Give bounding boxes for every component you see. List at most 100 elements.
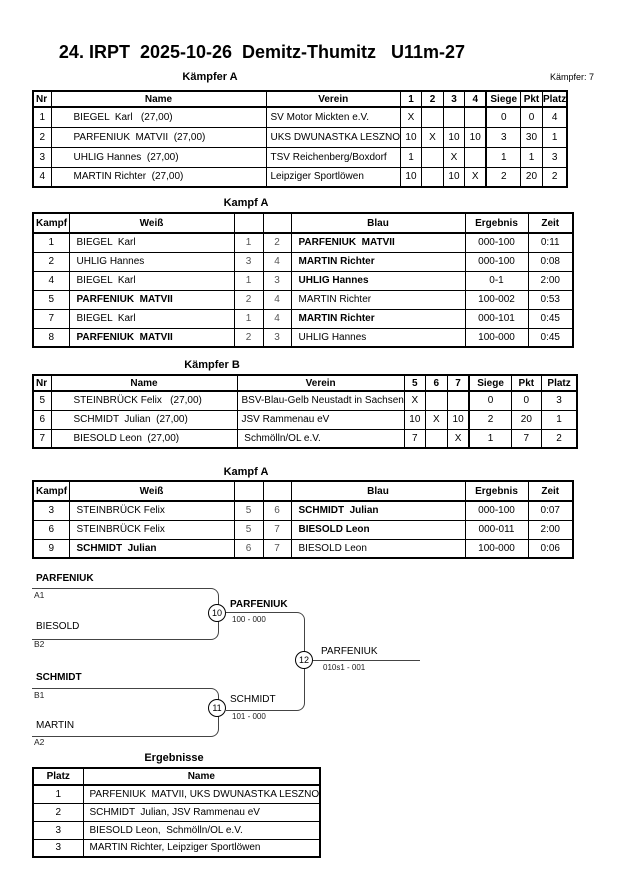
col-header-blau: Blau bbox=[290, 212, 466, 234]
col-header-6: 6 bbox=[424, 374, 448, 392]
match-result-cell: X bbox=[463, 166, 487, 188]
white-fighter: UHLIG Hannes bbox=[68, 251, 235, 272]
fighter-name: PARFENIUK MATVII, UKS DWUNASTKA LESZNO bbox=[82, 784, 321, 804]
white-fighter: BIEGEL Karl bbox=[68, 232, 235, 253]
result-cell: 000-100 bbox=[464, 500, 529, 521]
col-header-zeit: Zeit bbox=[527, 212, 574, 234]
white-fighter-number: 6 bbox=[233, 538, 264, 559]
time-cell: 0:11 bbox=[527, 232, 574, 253]
bracket-winner-name: PARFENIUK bbox=[321, 646, 378, 657]
blue-fighter-number: 7 bbox=[262, 538, 292, 559]
col-header-ergebnis: Ergebnis bbox=[464, 480, 529, 502]
time-cell: 2:00 bbox=[527, 519, 574, 540]
fight-number: 6 bbox=[32, 519, 70, 540]
match-result-cell bbox=[442, 106, 465, 128]
fight-number: 8 bbox=[32, 327, 70, 348]
white-fighter-number: 1 bbox=[233, 308, 264, 329]
col-header-verein: Verein bbox=[265, 90, 401, 108]
match-result-cell: 10 bbox=[442, 126, 465, 148]
col-header-weiss-nr bbox=[233, 480, 264, 502]
pool-b-title: Kämpfer B bbox=[184, 359, 240, 371]
fighter-name: STEINBRÜCK Felix (27,00) bbox=[50, 390, 238, 411]
col-header-weiss: Weiß bbox=[68, 480, 235, 502]
white-fighter: PARFENIUK MATVII bbox=[68, 289, 235, 310]
place-cell: 3 bbox=[541, 146, 568, 168]
points-cell: 1 bbox=[519, 146, 543, 168]
col-header-nr: Nr bbox=[32, 374, 52, 392]
wins-cell: 0 bbox=[485, 106, 521, 128]
match-number-badge: 11 bbox=[208, 699, 226, 717]
fight-number: 9 bbox=[32, 538, 70, 559]
col-header-weiss-nr bbox=[233, 212, 264, 234]
bracket-slot-name: BIESOLD bbox=[36, 621, 80, 632]
fighter-club: Leipziger Sportlöwen bbox=[265, 166, 401, 188]
blue-fighter-number: 2 bbox=[262, 232, 292, 253]
col-header-ergebnis: Ergebnis bbox=[464, 212, 529, 234]
fighter-name: BIESOLD Leon (27,00) bbox=[50, 428, 238, 449]
match-result-cell bbox=[424, 390, 448, 411]
col-header-platz: Platz bbox=[541, 90, 568, 108]
fighter-number: 5 bbox=[32, 390, 52, 411]
points-cell: 20 bbox=[510, 409, 542, 430]
match-result-cell: 10 bbox=[442, 166, 465, 188]
time-cell: 0:06 bbox=[527, 538, 574, 559]
match-result-cell: X bbox=[420, 126, 444, 148]
place-cell: 1 bbox=[540, 409, 578, 430]
result-cell: 100-000 bbox=[464, 538, 529, 559]
col-header-siege: Siege bbox=[468, 374, 512, 392]
fights-a-title: Kampf A bbox=[223, 197, 269, 209]
white-fighter: SCHMIDT Julian bbox=[68, 538, 235, 559]
fighter-number: 1 bbox=[32, 106, 52, 128]
match-result-cell bbox=[463, 106, 487, 128]
fight-number: 7 bbox=[32, 308, 70, 329]
white-fighter-number: 3 bbox=[233, 251, 264, 272]
fighter-name: MARTIN Richter, Leipziger Sportlöwen bbox=[82, 838, 321, 858]
blue-fighter: MARTIN Richter bbox=[290, 251, 466, 272]
match-result-cell: 1 bbox=[399, 146, 422, 168]
match-number-badge: 10 bbox=[208, 604, 226, 622]
place-cell: 1 bbox=[32, 784, 84, 804]
fighter-number: 7 bbox=[32, 428, 52, 449]
col-header-blau-nr bbox=[262, 212, 292, 234]
fighter-club: Schmölln/OL e.V. bbox=[236, 428, 405, 449]
place-cell: 3 bbox=[32, 820, 84, 840]
place-cell: 2 bbox=[541, 166, 568, 188]
points-cell: 0 bbox=[510, 390, 542, 411]
col-header-1: 1 bbox=[399, 90, 422, 108]
white-fighter-number: 1 bbox=[233, 232, 264, 253]
fight-number: 1 bbox=[32, 232, 70, 253]
blue-fighter: PARFENIUK MATVII bbox=[290, 232, 466, 253]
result-cell: 000-101 bbox=[464, 308, 529, 329]
blue-fighter-number: 3 bbox=[262, 270, 292, 291]
col-header-blau: Blau bbox=[290, 480, 466, 502]
col-header-blau-nr bbox=[262, 480, 292, 502]
bracket-connector-final-top bbox=[226, 612, 305, 661]
place-cell: 3 bbox=[32, 838, 84, 858]
match-result-cell: 10 bbox=[403, 409, 426, 430]
match-result-cell: 10 bbox=[463, 126, 487, 148]
header-row: Platz Name bbox=[32, 767, 321, 786]
fighter-club: TSV Reichenberg/Boxdorf bbox=[265, 146, 401, 168]
fight-number: 4 bbox=[32, 270, 70, 291]
blue-fighter: SCHMIDT Julian bbox=[290, 500, 466, 521]
blue-fighter-number: 4 bbox=[262, 251, 292, 272]
match-result-cell: X bbox=[399, 106, 422, 128]
fighter-club: JSV Rammenau eV bbox=[236, 409, 405, 430]
page-title: 24. IRPT 2025-10-26 Demitz-Thumitz U11m-… bbox=[58, 42, 466, 62]
bracket-score: 101 - 000 bbox=[232, 712, 266, 721]
bracket-connector-semifinal-1 bbox=[32, 588, 219, 640]
wins-cell: 1 bbox=[485, 146, 521, 168]
